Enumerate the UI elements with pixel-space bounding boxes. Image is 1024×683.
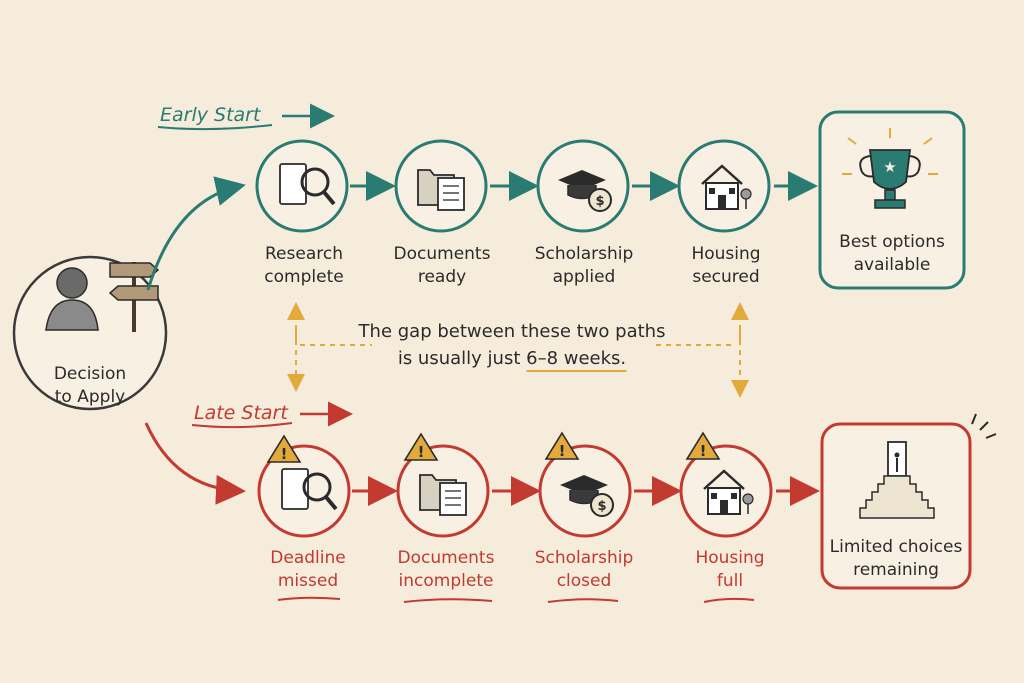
late-step-housing bbox=[679, 444, 773, 538]
start-label: Decision to Apply bbox=[53, 364, 127, 407]
svg-text:!: ! bbox=[418, 443, 425, 461]
late-step-documents bbox=[396, 444, 490, 538]
trophy-icon: ★ bbox=[842, 128, 938, 209]
svg-text:$: $ bbox=[597, 499, 606, 514]
svg-text:$: $ bbox=[595, 194, 604, 209]
early-branch-arrow bbox=[146, 176, 246, 291]
early-step-label: Scholarship applied bbox=[534, 244, 634, 287]
early-step-label: Documents ready bbox=[393, 244, 491, 287]
warning-icon: ! bbox=[544, 431, 580, 460]
late-step-label: Documents incomplete bbox=[397, 548, 495, 591]
late-branch-arrow bbox=[144, 422, 246, 505]
late-label-underlines bbox=[277, 596, 755, 603]
svg-text:!: ! bbox=[281, 445, 288, 463]
early-title-underline bbox=[157, 124, 273, 131]
search-document-icon bbox=[281, 468, 338, 511]
early-path-title: Early Start bbox=[160, 104, 261, 126]
house-icon bbox=[701, 164, 752, 210]
late-title-underline bbox=[191, 422, 293, 429]
documents-folder-icon bbox=[417, 169, 465, 211]
alert-rays-icon bbox=[971, 413, 997, 439]
person-signpost-icon bbox=[45, 262, 160, 332]
search-document-icon bbox=[279, 163, 336, 206]
warning-icon: ! bbox=[403, 432, 439, 461]
graduation-cap-coin-icon: $ bbox=[560, 475, 614, 517]
gap-indicators bbox=[287, 302, 749, 398]
late-outcome-label: Limited choices remaining bbox=[829, 537, 963, 580]
late-step-label: Housing full bbox=[695, 548, 765, 591]
house-icon bbox=[703, 469, 754, 515]
svg-text:★: ★ bbox=[883, 158, 896, 176]
warning-icon: ! bbox=[266, 434, 302, 463]
early-step-documents bbox=[394, 139, 488, 233]
warning-icons: ! ! ! ! bbox=[266, 431, 721, 463]
late-outcome-box bbox=[820, 413, 997, 590]
narrow-staircase-icon bbox=[859, 441, 935, 519]
graduation-cap-coin-icon: $ bbox=[558, 170, 612, 212]
early-steps: $ bbox=[255, 139, 771, 233]
late-steps: $ bbox=[257, 444, 773, 538]
early-step-research bbox=[255, 139, 349, 233]
early-step-housing bbox=[677, 139, 771, 233]
svg-text:!: ! bbox=[700, 442, 707, 460]
svg-text:!: ! bbox=[559, 442, 566, 460]
warning-icon: ! bbox=[685, 431, 721, 460]
early-step-scholarship: $ bbox=[536, 139, 630, 233]
early-step-label: Housing secured bbox=[691, 244, 761, 287]
late-step-label: Scholarship closed bbox=[534, 548, 634, 591]
early-step-label: Research complete bbox=[264, 244, 344, 287]
late-step-label: Deadline missed bbox=[270, 548, 346, 591]
late-path-title: Late Start bbox=[194, 402, 288, 424]
documents-folder-icon bbox=[419, 474, 467, 516]
late-step-deadline bbox=[257, 444, 351, 538]
early-outcome-label: Best options available bbox=[839, 232, 945, 275]
gap-duration-highlight: 6–8 weeks. bbox=[526, 348, 627, 372]
gap-note: The gap between these two paths is usual… bbox=[359, 318, 665, 372]
early-outcome-box: ★ bbox=[818, 110, 966, 290]
start-node bbox=[12, 255, 168, 411]
late-step-scholarship: $ bbox=[538, 444, 632, 538]
